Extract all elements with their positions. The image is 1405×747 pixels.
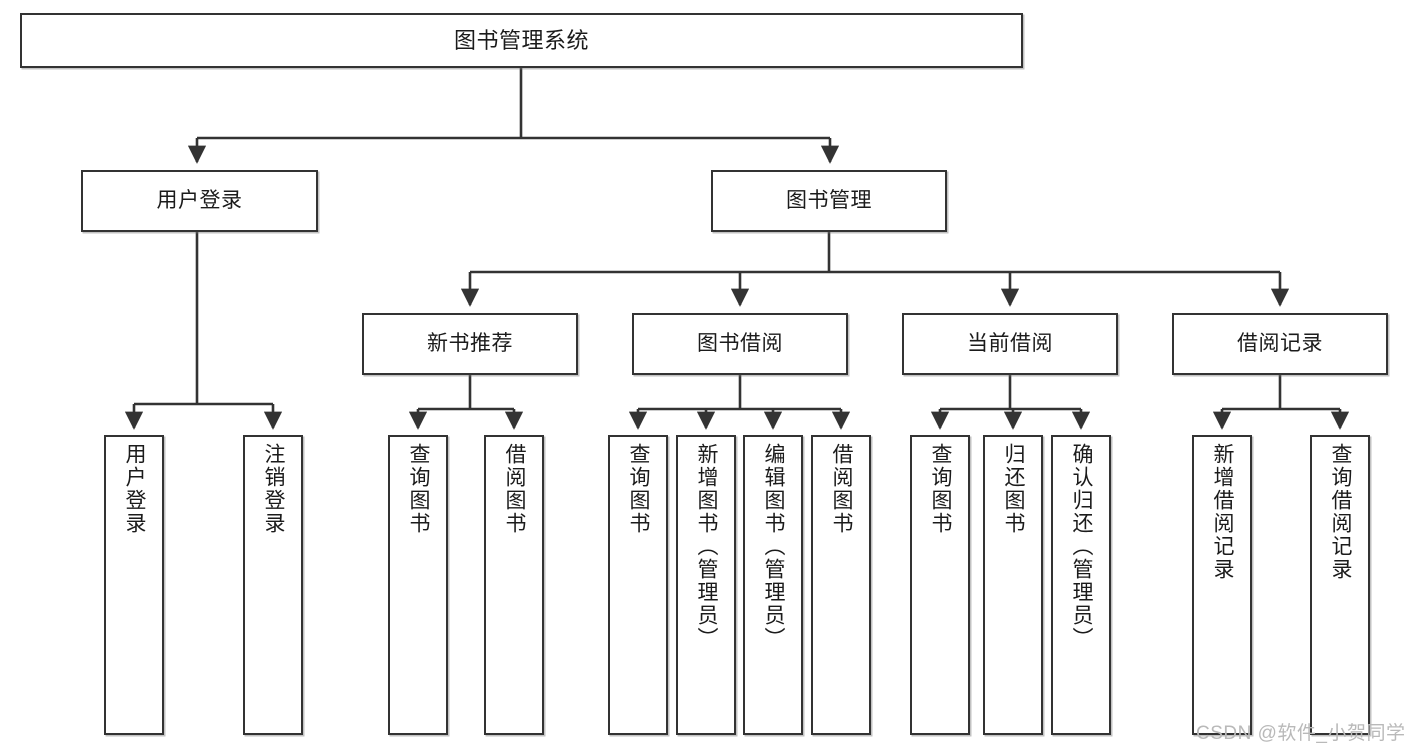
node-leaf-add-book-label: 新增图书（管理员）	[695, 443, 719, 650]
node-current-borrow[interactable]: 当前借阅	[902, 313, 1118, 375]
node-book-borrow-label: 图书借阅	[697, 331, 783, 355]
node-new-book-recommend-label: 新书推荐	[427, 331, 513, 355]
node-leaf-user-login[interactable]: 用户登录	[104, 435, 164, 735]
node-leaf-edit-book-label: 编辑图书（管理员）	[762, 443, 786, 650]
node-leaf-query-book-1-label: 查询图书	[407, 443, 431, 535]
node-leaf-edit-book[interactable]: 编辑图书（管理员）	[743, 435, 803, 735]
node-leaf-borrow-book-2-label: 借阅图书	[830, 443, 854, 535]
node-user-login[interactable]: 用户登录	[81, 170, 318, 232]
node-root[interactable]: 图书管理系统	[20, 13, 1023, 68]
node-leaf-query-book-3-label: 查询图书	[929, 443, 953, 535]
node-leaf-borrow-book-1[interactable]: 借阅图书	[484, 435, 544, 735]
node-borrow-record[interactable]: 借阅记录	[1172, 313, 1388, 375]
node-new-book-recommend[interactable]: 新书推荐	[362, 313, 578, 375]
watermark: CSDN @软件_小贺同学	[1196, 718, 1405, 745]
node-root-label: 图书管理系统	[453, 27, 589, 53]
node-leaf-query-book-2[interactable]: 查询图书	[608, 435, 668, 735]
node-borrow-record-label: 借阅记录	[1237, 331, 1323, 355]
node-leaf-return-book[interactable]: 归还图书	[983, 435, 1043, 735]
node-book-borrow[interactable]: 图书借阅	[632, 313, 848, 375]
node-leaf-query-book-1[interactable]: 查询图书	[388, 435, 448, 735]
node-leaf-logout[interactable]: 注销登录	[243, 435, 303, 735]
node-leaf-confirm-return[interactable]: 确认归还（管理员）	[1051, 435, 1111, 735]
node-leaf-query-book-3[interactable]: 查询图书	[910, 435, 970, 735]
node-leaf-borrow-book-1-label: 借阅图书	[503, 443, 527, 535]
node-book-manage[interactable]: 图书管理	[711, 170, 947, 232]
node-leaf-add-book[interactable]: 新增图书（管理员）	[676, 435, 736, 735]
node-leaf-user-login-label: 用户登录	[123, 443, 147, 535]
node-leaf-add-record[interactable]: 新增借阅记录	[1192, 435, 1252, 735]
node-user-login-label: 用户登录	[156, 188, 243, 212]
node-leaf-borrow-book-2[interactable]: 借阅图书	[811, 435, 871, 735]
node-leaf-logout-label: 注销登录	[262, 443, 286, 535]
node-leaf-query-record-label: 查询借阅记录	[1329, 443, 1353, 581]
node-leaf-add-record-label: 新增借阅记录	[1211, 443, 1235, 581]
node-leaf-query-record[interactable]: 查询借阅记录	[1310, 435, 1370, 735]
node-leaf-query-book-2-label: 查询图书	[627, 443, 651, 535]
node-current-borrow-label: 当前借阅	[967, 331, 1053, 355]
watermark-text: CSDN @软件_小贺同学	[1196, 723, 1405, 744]
node-leaf-confirm-return-label: 确认归还（管理员）	[1070, 443, 1094, 650]
node-leaf-return-book-label: 归还图书	[1002, 443, 1026, 535]
node-book-manage-label: 图书管理	[786, 188, 872, 212]
